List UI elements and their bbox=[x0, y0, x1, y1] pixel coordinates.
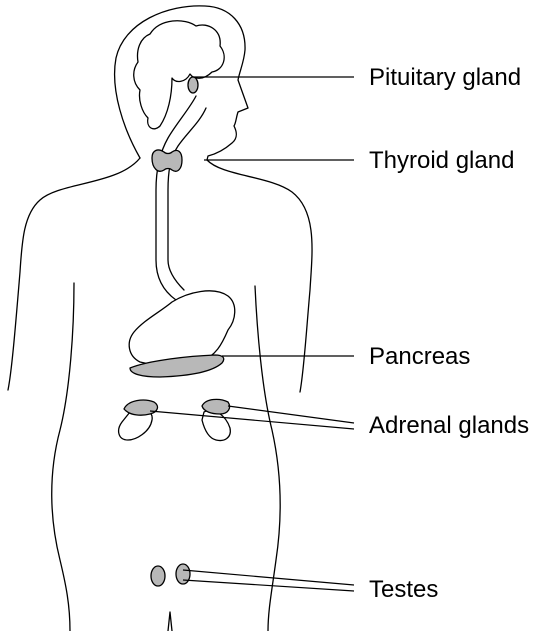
brain bbox=[134, 21, 224, 129]
thyroid-label: Thyroid gland bbox=[369, 147, 514, 174]
torso-left-outline bbox=[52, 283, 74, 631]
testes-leader-lower bbox=[183, 580, 354, 591]
pituitary-label: Pituitary gland bbox=[369, 64, 521, 91]
right-kidney bbox=[202, 410, 230, 440]
labels: Pituitary gland Thyroid gland Pancreas A… bbox=[369, 64, 529, 603]
esophagus bbox=[156, 96, 196, 300]
crotch-outline bbox=[168, 612, 172, 631]
left-shoulder-outline bbox=[8, 158, 140, 390]
stomach bbox=[129, 291, 235, 366]
left-adrenal-gland bbox=[124, 400, 157, 415]
testes-leader-upper bbox=[183, 570, 354, 585]
adrenal-label: Adrenal glands bbox=[369, 412, 529, 439]
pancreas-label: Pancreas bbox=[369, 343, 470, 370]
adrenal-leader-lower bbox=[150, 411, 354, 429]
torso-right-outline bbox=[255, 286, 280, 631]
testes-label: Testes bbox=[369, 576, 438, 603]
right-testis bbox=[176, 564, 190, 584]
esophagus-inner bbox=[168, 108, 206, 290]
thyroid-gland bbox=[152, 150, 182, 171]
right-adrenal-gland bbox=[202, 399, 230, 414]
left-testis bbox=[151, 566, 165, 586]
pituitary-gland bbox=[188, 77, 198, 93]
adrenal-leader-upper bbox=[228, 406, 354, 423]
